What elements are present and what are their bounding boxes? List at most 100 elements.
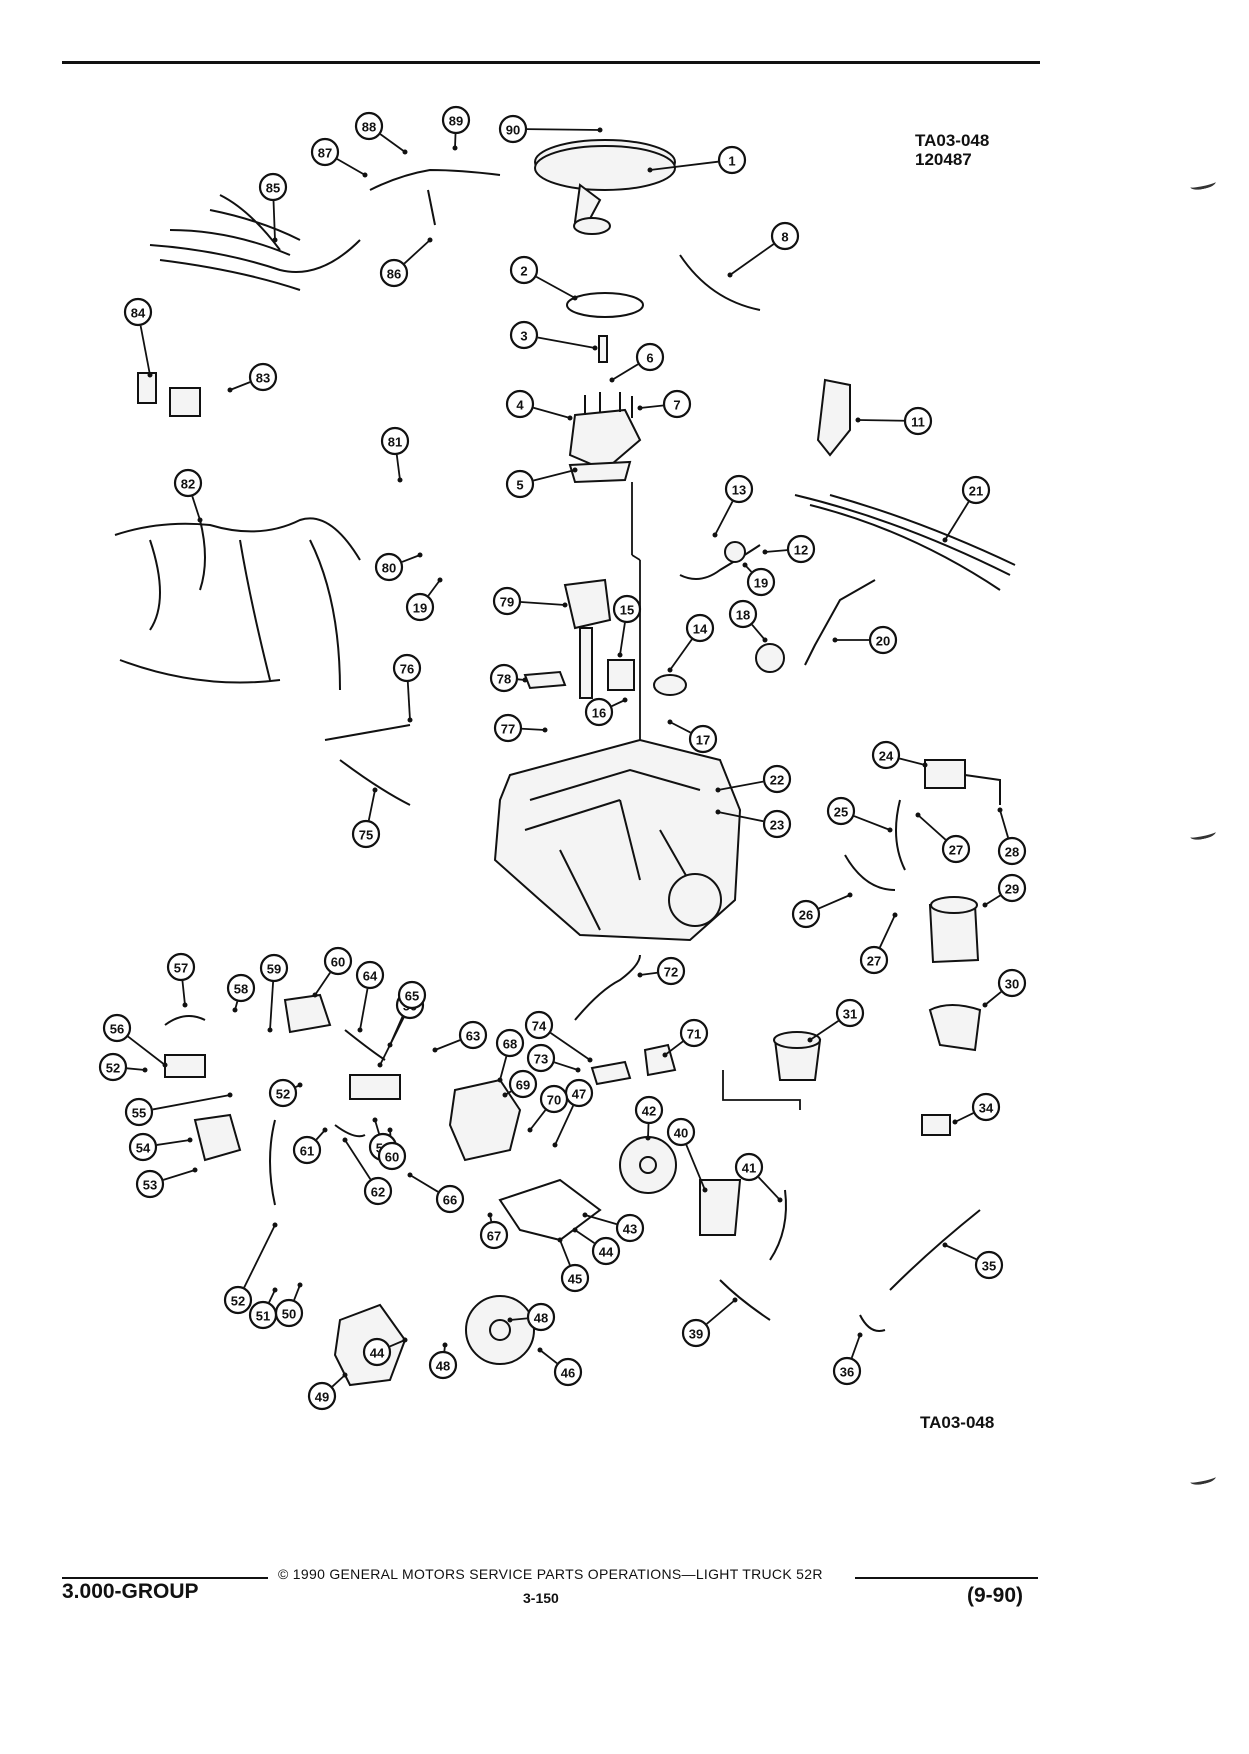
callout-number: 30 bbox=[1005, 977, 1019, 992]
callout-circle bbox=[539, 1084, 569, 1114]
callout-leader bbox=[714, 500, 734, 536]
callout-leader bbox=[853, 815, 891, 831]
callout-arrow-tip bbox=[187, 1137, 193, 1143]
callout-number: 22 bbox=[770, 773, 784, 788]
callout-arrow-tip bbox=[572, 467, 578, 473]
callout-44: 44 bbox=[362, 1337, 392, 1367]
vapor-valve-24 bbox=[924, 759, 966, 789]
callout-28: 28 bbox=[997, 836, 1027, 866]
callout-circle bbox=[826, 796, 856, 826]
top-rule bbox=[62, 61, 1040, 64]
callout-number: 28 bbox=[1005, 845, 1019, 860]
intake-duct bbox=[679, 254, 761, 311]
callout-68: 68 bbox=[495, 1028, 525, 1058]
callout-42: 42 bbox=[634, 1095, 664, 1125]
callout-circle bbox=[681, 1318, 711, 1348]
callout-arrow-tip bbox=[777, 1197, 783, 1203]
callout-circle bbox=[226, 973, 256, 1003]
callout-arrow-tip bbox=[427, 237, 433, 243]
callout-leader bbox=[619, 622, 626, 656]
callout-arrow-tip bbox=[807, 1037, 813, 1043]
callout-82: 82 bbox=[173, 468, 203, 498]
callout-arrow-tip bbox=[742, 562, 748, 568]
callout-27: 27 bbox=[859, 945, 889, 975]
callout-circle bbox=[762, 809, 792, 839]
distributor-shaft bbox=[579, 627, 593, 699]
callout-leader bbox=[521, 727, 546, 731]
pipe-20 bbox=[804, 579, 876, 666]
callout-number: 66 bbox=[443, 1193, 457, 1208]
callout-circle bbox=[392, 653, 422, 683]
callout-arrow-tip bbox=[522, 677, 528, 683]
callout-leader bbox=[269, 981, 274, 1031]
callout-circle bbox=[509, 255, 539, 285]
callout-circle bbox=[123, 297, 153, 327]
callout-44: 44 bbox=[591, 1236, 621, 1266]
callout-leader bbox=[293, 1284, 301, 1301]
callout-number: 63 bbox=[466, 1029, 480, 1044]
group-code: 3.000-GROUP bbox=[62, 1580, 199, 1603]
hose-26 bbox=[844, 854, 896, 891]
callout-48: 48 bbox=[428, 1350, 458, 1380]
callout-73: 73 bbox=[526, 1043, 556, 1073]
callout-arrow-tip bbox=[982, 1002, 988, 1008]
callout-circle bbox=[379, 258, 409, 288]
callout-arrow-tip bbox=[527, 1127, 533, 1133]
vertical-reference-line-jog bbox=[631, 554, 641, 561]
callout-circle bbox=[591, 1236, 621, 1266]
callout-markers: 1234567811121314151617181919202122232425… bbox=[98, 105, 1027, 1411]
callout-leader bbox=[529, 1109, 547, 1131]
duct-73 bbox=[574, 954, 641, 1021]
callout-number: 1 bbox=[728, 154, 735, 169]
callout-leader bbox=[499, 1056, 508, 1081]
callout-40: 40 bbox=[666, 1117, 696, 1147]
hose-53 bbox=[269, 1119, 276, 1206]
relay bbox=[137, 372, 157, 404]
callout-35: 35 bbox=[974, 1250, 1004, 1280]
callout-circle bbox=[98, 1052, 128, 1082]
callout-arrow-tip bbox=[857, 1332, 863, 1338]
callout-83: 83 bbox=[248, 362, 278, 392]
callout-circle bbox=[489, 663, 519, 693]
canister-31-top bbox=[773, 1031, 821, 1049]
callout-circle bbox=[495, 1028, 525, 1058]
callout-arrow-tip bbox=[637, 972, 643, 978]
callout-29: 29 bbox=[997, 873, 1027, 903]
callout-circle bbox=[505, 389, 535, 419]
canister-top bbox=[930, 896, 978, 914]
callout-number: 35 bbox=[982, 1259, 996, 1274]
callout-23: 23 bbox=[762, 809, 792, 839]
callout-number: 36 bbox=[840, 1365, 854, 1380]
callout-number: 17 bbox=[696, 733, 710, 748]
callout-number: 64 bbox=[363, 969, 378, 984]
callout-number: 5 bbox=[516, 478, 523, 493]
callout-arrow-tip bbox=[645, 1135, 651, 1141]
callout-19: 19 bbox=[746, 567, 776, 597]
callout-66: 66 bbox=[435, 1184, 465, 1214]
callout-number: 19 bbox=[413, 601, 427, 616]
callout-arrow-tip bbox=[942, 1242, 948, 1248]
callout-number: 56 bbox=[110, 1022, 124, 1037]
callout-11: 11 bbox=[903, 406, 933, 436]
callout-number: 67 bbox=[487, 1229, 501, 1244]
footer-rule-right bbox=[855, 1577, 1038, 1579]
callout-48: 48 bbox=[526, 1302, 556, 1332]
callout-arrow-tip bbox=[997, 807, 1003, 813]
callout-47: 47 bbox=[564, 1078, 594, 1108]
callout-number: 88 bbox=[362, 120, 376, 135]
callout-leader bbox=[181, 980, 186, 1006]
throttle-body-bolts bbox=[584, 392, 633, 418]
bracket-79 bbox=[523, 670, 567, 690]
callout-number: 47 bbox=[572, 1087, 586, 1102]
callout-number: 52 bbox=[231, 1294, 245, 1309]
callout-leader bbox=[917, 814, 947, 841]
callout-leader bbox=[729, 243, 775, 276]
callout-arrow-tip bbox=[582, 1212, 588, 1218]
callout-number: 77 bbox=[501, 722, 515, 737]
hose-13 bbox=[679, 544, 761, 580]
callout-arrow-tip bbox=[572, 295, 578, 301]
callout-leader bbox=[367, 789, 376, 821]
callout-leader bbox=[229, 381, 251, 391]
callout-circle bbox=[971, 1092, 1001, 1122]
callout-arrow-tip bbox=[712, 532, 718, 538]
